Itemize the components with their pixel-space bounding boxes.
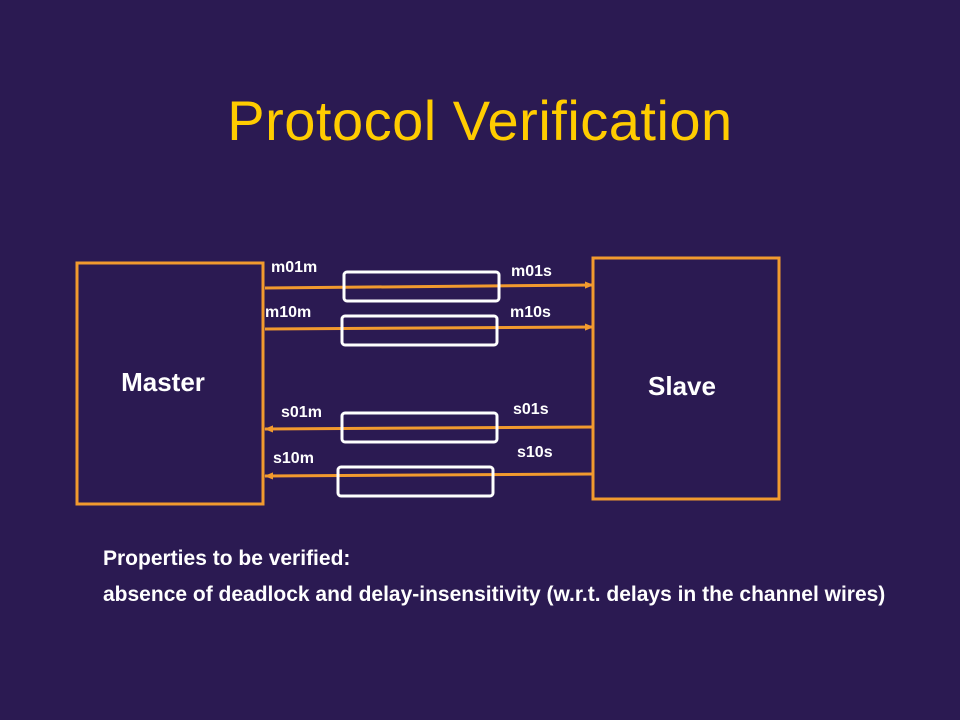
properties-section: Properties to be verified: absence of de…	[103, 545, 903, 610]
wire-label-m01m: m01m	[271, 259, 317, 276]
properties-body: absence of deadlock and delay-insensitiv…	[103, 583, 886, 607]
wire-label-s01s: s01s	[513, 401, 549, 418]
wire-s10	[264, 472, 594, 480]
wire-m01	[264, 281, 594, 290]
properties-heading: Properties to be verified:	[103, 547, 351, 570]
wire-label-m01s: m01s	[511, 263, 552, 280]
master-label: Master	[121, 367, 205, 397]
delay-box-m01	[342, 270, 501, 303]
wire-label-m10m: m10m	[265, 304, 311, 321]
wire-label-m10s: m10s	[510, 304, 551, 321]
wire-label-s01m: s01m	[281, 404, 322, 421]
slave-block	[591, 256, 781, 501]
wire-label-s10m: s10m	[273, 450, 314, 467]
wire-label-s10s: s10s	[517, 444, 553, 461]
wire-s01	[264, 425, 594, 433]
delay-box-s10	[336, 465, 495, 498]
wire-m10	[264, 323, 594, 331]
master-block	[75, 261, 265, 506]
slide-title: Protocol Verification	[227, 89, 733, 152]
delay-box-m10	[340, 314, 499, 347]
delay-box-s01	[340, 411, 499, 444]
slave-label: Slave	[648, 371, 716, 401]
